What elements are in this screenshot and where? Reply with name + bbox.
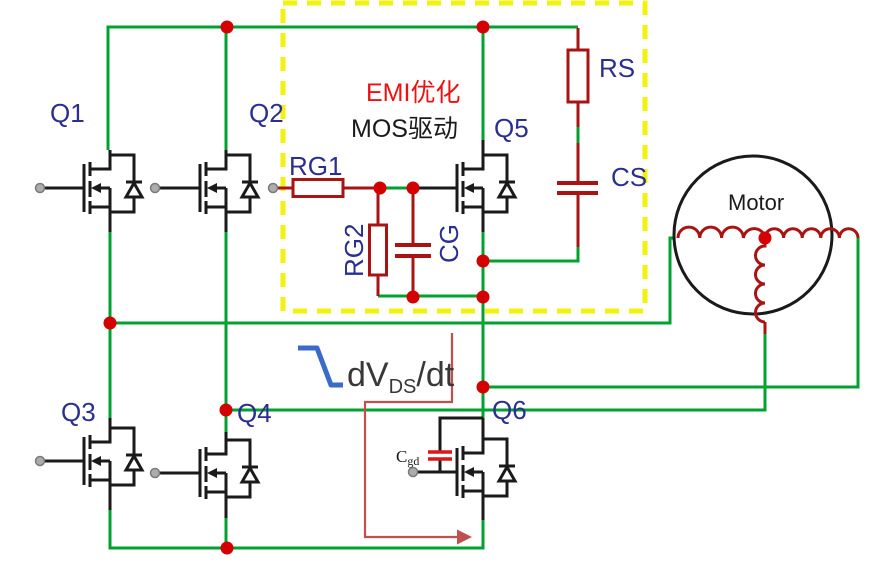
junction-dot — [406, 290, 420, 304]
junction-dot — [220, 20, 234, 34]
gate-terminal-q6 — [407, 466, 419, 478]
mosfet-q5-symbol — [455, 153, 517, 216]
gate-terminal-q2 — [149, 182, 161, 194]
junction-dot — [220, 541, 234, 555]
mosfet-q2-symbol — [198, 153, 260, 216]
falling-edge-waveform-icon — [298, 345, 343, 388]
junction-dot — [406, 181, 420, 195]
label-q6: Q6 — [492, 395, 527, 425]
label-q2: Q2 — [249, 98, 284, 128]
mosfet-q1-symbol — [82, 153, 144, 216]
gate-terminals — [34, 182, 419, 479]
current-arrow-icon — [457, 529, 472, 545]
label-cgd: Cgd — [396, 447, 419, 468]
capacitor-cg — [395, 243, 431, 258]
wire-bottom-rail — [108, 510, 485, 550]
motor-winding-right — [763, 227, 860, 239]
junction-dot — [476, 290, 490, 304]
gate-terminal-q1 — [34, 182, 46, 194]
label-cg: CG — [434, 224, 464, 263]
motor-neutral-dot — [758, 231, 772, 245]
capacitor-cgd — [428, 416, 483, 472]
resistor-rg1 — [291, 178, 345, 198]
mosfet-stubs — [45, 140, 485, 520]
motor-label: Motor — [728, 190, 784, 215]
mosfet-q4-symbol — [198, 438, 260, 501]
label-rg2: RG2 — [339, 224, 369, 277]
junction-dot — [476, 254, 490, 268]
label-q5: Q5 — [494, 113, 529, 143]
mosfet-q6-symbol — [455, 437, 517, 500]
gate-terminal-q3 — [34, 455, 46, 467]
resistor-rg2 — [368, 223, 388, 277]
mosfet-q3-symbol — [82, 426, 144, 489]
junction-dot — [476, 20, 490, 34]
emi-box-subtitle: MOS驱动 — [351, 115, 458, 143]
component-lead-layer — [277, 28, 767, 334]
label-rg1: RG1 — [289, 151, 342, 181]
label-rs: RS — [599, 53, 635, 83]
dvdt-label: dVDS/dt — [347, 356, 455, 398]
motor-body — [672, 154, 834, 316]
cgd-drain-link — [438, 416, 483, 452]
motor-winding-left — [676, 225, 767, 239]
snubber-capacitor-cs — [557, 181, 598, 195]
gate-terminal-q4 — [149, 467, 161, 479]
junction-dot — [373, 181, 387, 195]
motor-winding-bottom — [754, 238, 767, 324]
snubber-resistor-rs — [566, 48, 590, 104]
label-q3: Q3 — [61, 397, 96, 427]
junction-dot — [103, 316, 117, 330]
dvdt-current-path — [363, 333, 472, 545]
junction-dot — [476, 380, 490, 394]
wire-snubber-return — [483, 247, 580, 263]
emi-box-title: EMI优化 — [366, 79, 460, 107]
junction-dot — [219, 403, 233, 417]
gate-terminal-q5 — [267, 182, 279, 194]
label-cs: CS — [611, 162, 647, 192]
junction-dots — [103, 20, 772, 555]
emi-dashed-box — [280, 0, 648, 314]
wire-phase-c-to-motor — [483, 238, 860, 389]
mosfet-layer — [45, 140, 517, 520]
wire-top-rail — [106, 25, 578, 150]
label-q4: Q4 — [237, 398, 272, 428]
label-layer: Q1 Q2 Q5 Q3 Q4 Q6 RG1 RG2 CG RS CS EMI优化… — [50, 53, 784, 468]
label-q1: Q1 — [50, 98, 85, 128]
wire-phase-b-to-motor — [226, 334, 767, 412]
